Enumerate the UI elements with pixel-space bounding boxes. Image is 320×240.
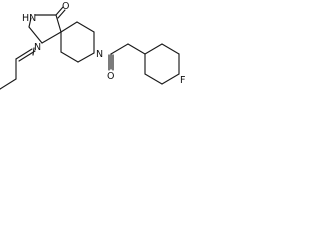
bond [15, 48, 33, 60]
bond [28, 17, 32, 28]
bond [76, 21, 95, 33]
bond [110, 43, 129, 55]
bond [127, 43, 146, 55]
bond [28, 26, 43, 44]
carbonyl-bond-1 [55, 6, 66, 19]
nitrogen-label-8: N [96, 49, 103, 60]
oxygen-label-2: O [107, 71, 114, 82]
bond [32, 47, 35, 56]
nh-label: HN [22, 13, 36, 24]
fluorine-label: F [180, 75, 185, 86]
bond [161, 43, 180, 55]
carbonyl-bond-2 [108, 54, 114, 71]
bond [0, 78, 17, 90]
bond [57, 9, 66, 19]
chemical-structure-diagram: HN O N N O F [0, 1, 185, 90]
phenyl-ring [0, 47, 36, 90]
imidazolidinone-ring [28, 14, 62, 44]
nitrogen-label-1: N [34, 42, 41, 53]
fluorophenyl-ring [127, 43, 180, 85]
bond [18, 50, 36, 62]
bond [161, 73, 180, 85]
bond [55, 6, 64, 16]
bond [60, 21, 78, 33]
bond [77, 52, 95, 63]
piperidine-ring [60, 21, 95, 63]
bond [55, 14, 62, 33]
bond [60, 51, 79, 63]
bond [41, 31, 62, 44]
bond [144, 43, 163, 55]
acyl-chain [110, 43, 129, 70]
oxygen-label-1: O [62, 1, 69, 12]
bond [144, 73, 163, 85]
